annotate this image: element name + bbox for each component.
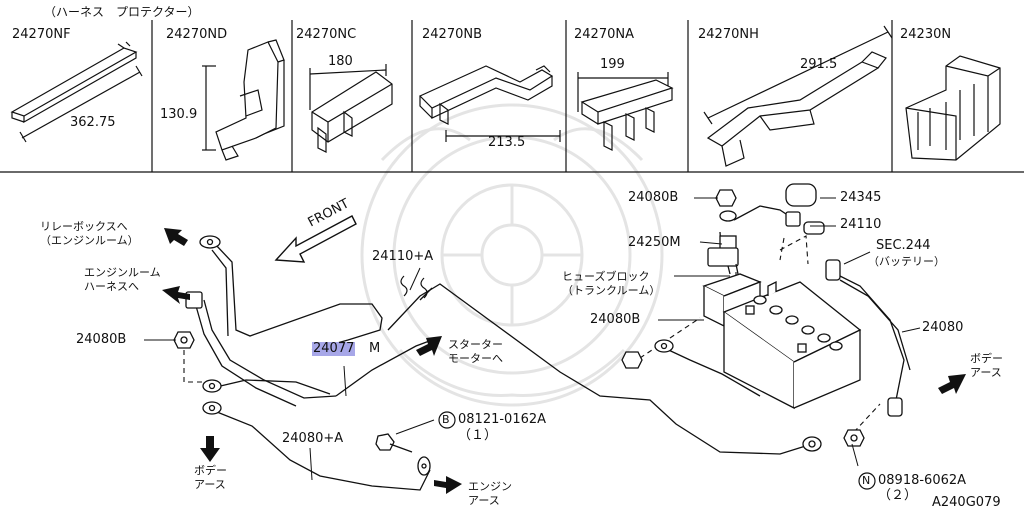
part-24110A[interactable]: 24110+A xyxy=(372,249,434,264)
terminals xyxy=(173,183,903,476)
protector-24270NH-drawing xyxy=(703,25,893,167)
starter-label-2: モーターへ xyxy=(448,352,503,365)
protector-24270ND-drawing xyxy=(202,39,285,161)
part-24080A[interactable]: 24080+A xyxy=(282,431,344,446)
front-arrow xyxy=(274,215,357,263)
fuse-block-label-2: （トランクルーム） xyxy=(562,284,661,297)
protector-code-24270NB[interactable]: 24270NB xyxy=(422,27,482,42)
part-24077[interactable]: 24077 xyxy=(312,341,356,356)
protector-code-24270NF[interactable]: 24270NF xyxy=(12,27,71,42)
part-24077-suffix: M xyxy=(369,341,381,356)
protector-code-24270ND[interactable]: 24270ND xyxy=(166,27,228,42)
protector-dim-24270NA: 199 xyxy=(600,57,625,72)
protector-24270NC-drawing xyxy=(309,64,393,153)
part-24080[interactable]: 24080 xyxy=(922,320,964,335)
body-earth-right-1: ボデー xyxy=(970,352,1003,365)
nut-circle-letter: N xyxy=(862,474,871,487)
body-earth-right-2: アース xyxy=(970,366,1002,379)
direction-arrows xyxy=(162,228,966,494)
relay-box-label-1: リレーボックスへ xyxy=(40,220,128,233)
protector-24270NA-drawing xyxy=(577,72,674,151)
fuse-block-label-1: ヒューズブロック xyxy=(562,270,650,283)
protector-code-24230N[interactable]: 24230N xyxy=(900,27,952,42)
body-earth-left-2: アース xyxy=(194,478,226,491)
part-24345[interactable]: 24345 xyxy=(840,190,882,205)
part-24110[interactable]: 24110 xyxy=(840,217,882,232)
protector-24270NF-drawing xyxy=(10,41,143,143)
part-24080B-left[interactable]: 24080B xyxy=(76,332,127,347)
protector-code-24270NC[interactable]: 24270NC xyxy=(296,27,357,42)
bolt-circle-letter: B xyxy=(442,413,450,426)
protector-dim-24270NC: 180 xyxy=(328,54,353,69)
protector-dim-24270NF: 362.75 xyxy=(70,115,116,130)
starter-label-1: スターター xyxy=(448,338,503,351)
nut-qty: （２） xyxy=(878,488,918,503)
protector-grid xyxy=(0,20,1024,173)
protector-dim-24270NB: 213.5 xyxy=(488,135,526,150)
relay-box-label-2: （エンジンルーム） xyxy=(40,234,139,247)
engine-harness-label-1: エンジンルーム xyxy=(84,266,161,279)
engine-earth-label-1: エンジン xyxy=(468,480,512,493)
part-24250M[interactable]: 24250M xyxy=(628,235,681,250)
part-24080B-mid[interactable]: 24080B xyxy=(590,312,641,327)
leader-lines xyxy=(144,197,921,481)
engine-harness-label-2: ハーネスへ xyxy=(84,280,139,293)
break-marks xyxy=(400,275,428,299)
nut-code[interactable]: 08918-6062A xyxy=(878,473,967,488)
bolt-qty: （１） xyxy=(458,428,498,443)
bolt-code[interactable]: 08121-0162A xyxy=(458,412,547,427)
protector-dim-24270NH: 291.5 xyxy=(800,57,838,72)
circle-marks xyxy=(438,411,876,490)
sec-244[interactable]: SEC.244 xyxy=(876,238,931,253)
protector-24230N-drawing xyxy=(905,55,1001,161)
part-24080B-top[interactable]: 24080B xyxy=(628,190,679,205)
header-title: （ハーネス プロテクター） xyxy=(44,5,200,19)
body-earth-left-1: ボデー xyxy=(194,464,227,477)
battery-label: （バッテリー） xyxy=(868,255,945,268)
protector-dim-24270ND: 130.9 xyxy=(160,107,198,122)
protector-code-24270NA[interactable]: 24270NA xyxy=(574,27,634,42)
protector-code-24270NH[interactable]: 24270NH xyxy=(698,27,759,42)
protector-24270NB-drawing xyxy=(418,65,561,142)
engine-earth-label-2: アース xyxy=(468,494,500,507)
watermark-emblem xyxy=(360,103,664,407)
diagram-id: A240G079 xyxy=(932,495,1001,510)
battery-drawing xyxy=(722,280,862,410)
